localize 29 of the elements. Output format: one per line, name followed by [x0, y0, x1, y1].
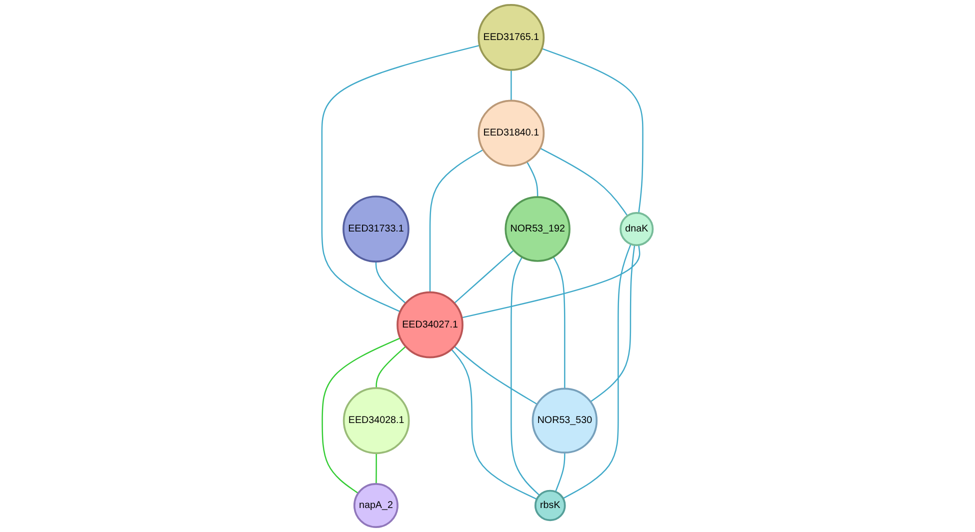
- connector: [510, 70, 512, 101]
- node-circle: [478, 100, 545, 167]
- connector: [562, 244, 632, 499]
- connector: [510, 256, 540, 496]
- connector: [590, 244, 636, 402]
- connector: [540, 148, 628, 216]
- connector: [376, 262, 406, 304]
- connector: [430, 149, 484, 292]
- connector: [322, 337, 401, 494]
- connector: [555, 452, 566, 492]
- connector: [542, 48, 644, 214]
- connector: [552, 256, 566, 389]
- connector: [321, 44, 480, 312]
- node-circle: [354, 482, 399, 528]
- node-circle: [532, 388, 598, 454]
- node-circle: [343, 387, 410, 454]
- connector: [376, 453, 378, 484]
- connector: [376, 346, 406, 388]
- connector: [462, 244, 640, 318]
- connector: [454, 250, 514, 304]
- node-circle: [342, 196, 410, 262]
- node-circle: [534, 490, 566, 522]
- connector: [451, 348, 538, 500]
- connector: [454, 346, 538, 405]
- node-circle: [504, 196, 571, 262]
- node-circle: [478, 4, 545, 71]
- node-circle: [396, 291, 464, 358]
- connector: [526, 161, 538, 198]
- node-circle: [620, 212, 654, 246]
